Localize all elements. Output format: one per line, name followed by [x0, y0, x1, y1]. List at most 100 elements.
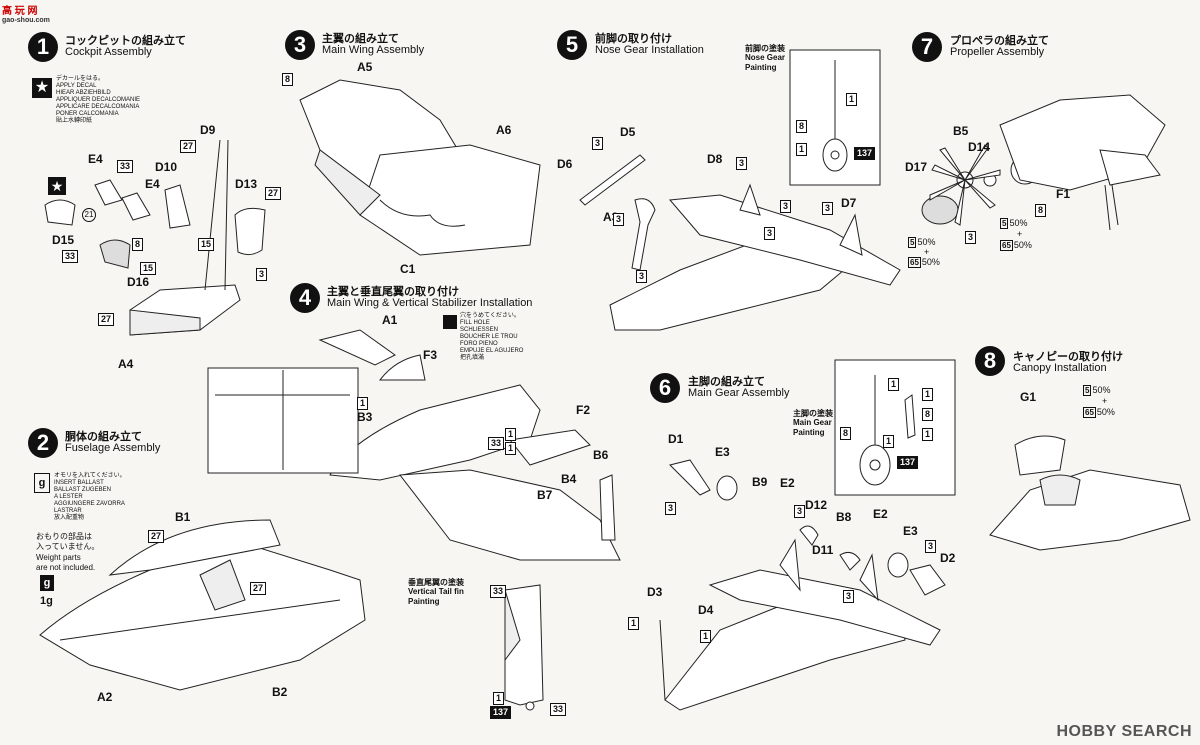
step-6-title-jp: 主脚の組み立て [688, 376, 765, 388]
color-callout: 3 [780, 200, 792, 213]
color-callout: 15 [140, 262, 157, 275]
part-label: D11 [812, 543, 834, 557]
color-callout: 1 [700, 630, 712, 643]
mix-plus: + [1017, 229, 1023, 239]
color-callout: 8 [1035, 204, 1047, 217]
fill-hole-note: 穴をうめてください。 FILL HOLE SCHLIESSEN BOUCHER … [460, 313, 524, 361]
step-6-title-en: Main Gear Assembly [688, 387, 790, 399]
color-callout: 137 [490, 706, 512, 719]
part-label: D9 [200, 123, 216, 137]
part-label: D7 [841, 196, 857, 210]
color-callout: 3 [736, 157, 748, 170]
step-3-number: 3 [285, 30, 315, 60]
step-7-title-jp: プロペラの組み立て [950, 35, 1049, 47]
ballast-note: オモリを入れてください。 INSERT BALLAST BALLAST ZUGE… [54, 473, 126, 521]
color-callout: 1 [628, 617, 640, 630]
step-1-number: 1 [28, 32, 58, 62]
step-6-number: 6 [650, 373, 680, 403]
part-label: B6 [593, 448, 609, 462]
color-callout: 8 [132, 238, 144, 251]
step-2-title-en: Fuselage Assembly [65, 442, 161, 454]
part-label: D12 [805, 498, 828, 512]
step-8-title-en: Canopy Installation [1013, 362, 1107, 374]
color-callout: 3 [256, 268, 268, 281]
part-label: D17 [905, 160, 928, 174]
part-label: A1 [382, 313, 398, 327]
color-callout: 8 [796, 120, 808, 133]
part-label: E3 [903, 524, 918, 538]
part-label: D8 [707, 152, 723, 166]
color-callout: 3 [965, 231, 977, 244]
color-callout: 1 [505, 442, 517, 455]
part-label: D5 [620, 125, 636, 139]
star-icon-2: ★ [48, 177, 66, 195]
step-4-title-en: Main Wing & Vertical Stabilizer Installa… [327, 297, 533, 309]
color-callout: 33 [490, 585, 507, 598]
mix-plus-3: + [1102, 396, 1108, 406]
part-label: B7 [537, 488, 553, 502]
color-callout: 1 [796, 143, 808, 156]
color-callout: 27 [148, 530, 165, 543]
part-label: A4 [118, 357, 134, 371]
color-callout: 1 [888, 378, 900, 391]
step-1-title-jp: コックピットの組み立て [65, 35, 186, 47]
ballast-icon: g [34, 473, 50, 493]
step-4-number: 4 [290, 283, 320, 313]
part-label: D15 [52, 233, 75, 247]
color-callout: 33 [117, 160, 134, 173]
color-callout: 1 [883, 435, 895, 448]
color-callout-circle: 21 [82, 208, 96, 222]
step-8-number: 8 [975, 346, 1005, 376]
weight-note-en: Weight parts are not included. [36, 553, 96, 572]
part-label: D4 [698, 603, 714, 617]
color-callout: 27 [265, 187, 282, 200]
color-callout: 27 [98, 313, 115, 326]
step-7-title-en: Propeller Assembly [950, 46, 1045, 58]
main-paint-jp: 主脚の塗装 [793, 409, 833, 418]
step-3-title-en: Main Wing Assembly [322, 44, 425, 56]
color-callout: 33 [62, 250, 79, 263]
tail-paint-jp: 垂直尾翼の塗装 [408, 578, 464, 587]
part-label: F3 [423, 348, 438, 362]
color-callout: 1 [493, 692, 505, 705]
color-callout: 3 [613, 213, 625, 226]
step-5-number: 5 [557, 30, 587, 60]
part-label: B3 [357, 410, 373, 424]
part-label: A5 [357, 60, 373, 74]
part-label: E4 [145, 177, 160, 191]
part-label: E4 [88, 152, 103, 166]
part-label: D1 [668, 432, 684, 446]
part-label: B2 [272, 685, 288, 699]
mix-plus-2: + [924, 247, 930, 257]
color-callout: 1 [846, 93, 858, 106]
fill-hole-icon [443, 315, 457, 329]
color-callout: 1 [922, 388, 934, 401]
color-callout: 3 [592, 137, 604, 150]
color-callout: 15 [198, 238, 215, 251]
part-label: B1 [175, 510, 191, 524]
part-label: D16 [127, 275, 150, 289]
color-callout: 33 [550, 703, 567, 716]
color-callout: 3 [764, 227, 776, 240]
part-label: D13 [235, 177, 258, 191]
tail-paint-en: Vertical Tail fin Painting [408, 587, 464, 606]
part-label: A6 [496, 123, 512, 137]
part-label: E2 [780, 476, 795, 490]
step-4-title-jp: 主翼と垂直尾翼の取り付け [327, 286, 459, 298]
part-label: B9 [752, 475, 768, 489]
step-1-title-en: Cockpit Assembly [65, 46, 152, 58]
watermark: HOBBY SEARCH [1056, 723, 1192, 740]
color-callout: 3 [665, 502, 677, 515]
part-label: D3 [647, 585, 663, 599]
part-label: E3 [715, 445, 730, 459]
color-callout: 8 [282, 73, 294, 86]
color-callout: 3 [794, 505, 806, 518]
weight-value: 1g [40, 595, 53, 607]
part-label: B5 [953, 124, 969, 138]
step-3-title-jp: 主翼の組み立て [322, 33, 399, 45]
